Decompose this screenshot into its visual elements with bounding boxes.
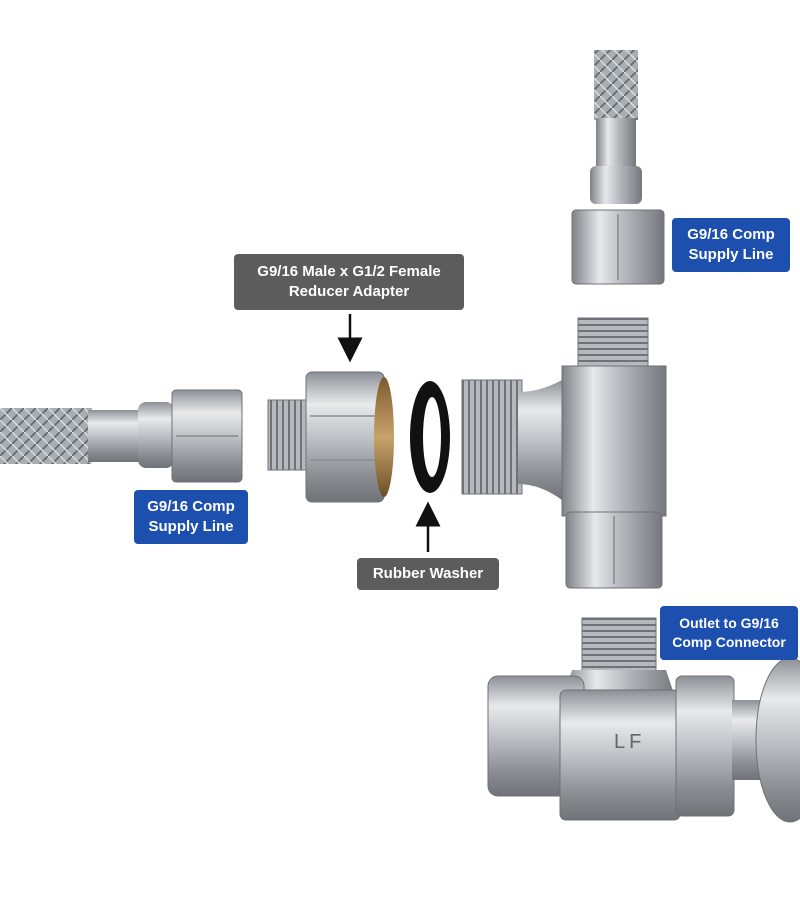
label-rubber-washer-text: Rubber Washer bbox=[372, 564, 484, 582]
adapter-female-opening bbox=[374, 377, 394, 497]
reducer-adapter bbox=[267, 371, 394, 503]
label-left-supply-line: G9/16 Comp Supply Line bbox=[134, 490, 248, 544]
label-rubber-washer: Rubber Washer bbox=[357, 558, 499, 590]
left-braided-hose bbox=[0, 408, 92, 464]
angle-stop-valve bbox=[487, 617, 800, 823]
top-collar bbox=[590, 166, 642, 204]
left-collar bbox=[138, 402, 174, 468]
label-top-supply-line: G9/16 Comp Supply Line bbox=[672, 218, 790, 272]
tee-fitting bbox=[461, 317, 667, 589]
label-outlet-line-1: Outlet to G9/16 bbox=[679, 615, 779, 632]
top-braided-hose bbox=[594, 50, 638, 120]
tee-top-thread bbox=[577, 317, 649, 371]
top-ferrule bbox=[596, 118, 636, 168]
label-outlet: Outlet to G9/16 Comp Connector bbox=[660, 606, 798, 660]
label-top-supply-line-1: G9/16 Comp bbox=[687, 225, 775, 243]
adapter-hex-body bbox=[305, 371, 385, 503]
rubber-washer bbox=[410, 381, 450, 493]
label-outlet-line-2: Comp Connector bbox=[672, 634, 786, 650]
label-left-supply-line-1: G9/16 Comp bbox=[147, 497, 235, 515]
tee-body bbox=[561, 365, 667, 517]
valve-stamp-text: LF bbox=[614, 731, 645, 753]
valve-handle bbox=[755, 657, 800, 823]
left-supply-line bbox=[0, 389, 243, 483]
tee-side-neck bbox=[518, 380, 562, 500]
label-left-supply-line-2: Supply Line bbox=[148, 518, 234, 535]
label-top-supply-line-2: Supply Line bbox=[688, 246, 774, 263]
valve-packing-nut bbox=[675, 675, 735, 817]
left-ferrule bbox=[88, 410, 142, 462]
label-reducer-adapter: G9/16 Male x G1/2 Female Reducer Adapter bbox=[234, 254, 464, 310]
washer-hole bbox=[423, 397, 441, 477]
tee-side-thread bbox=[461, 379, 523, 495]
label-reducer-line-2: Reducer Adapter bbox=[288, 283, 410, 300]
label-reducer-line-1: G9/16 Male x G1/2 Female bbox=[257, 262, 441, 280]
top-supply-line bbox=[571, 50, 665, 285]
valve-outlet-thread bbox=[581, 617, 657, 673]
adapter-male-thread bbox=[267, 399, 311, 471]
valve-body bbox=[559, 689, 681, 821]
